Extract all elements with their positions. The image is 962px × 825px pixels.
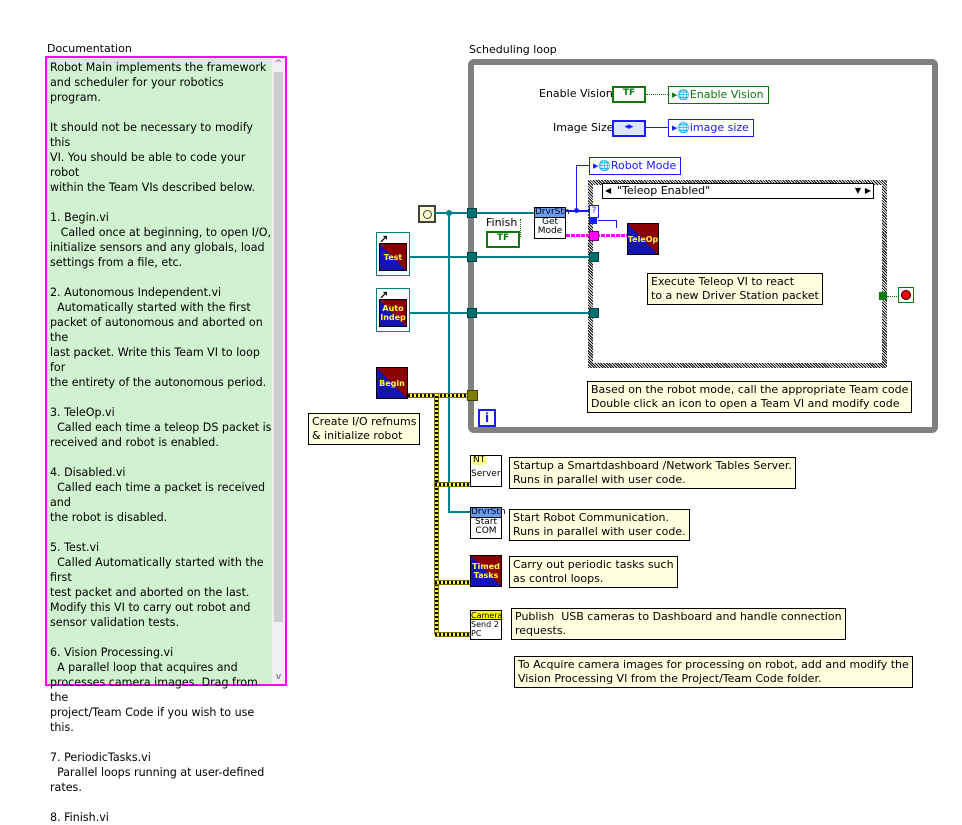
get-mode-line2: Mode [537,226,563,236]
globe-icon: 🌐 [677,123,690,134]
stop-wire [887,296,899,297]
documentation-textbox[interactable]: Robot Main implements the framework and … [45,56,287,824]
stop-icon [901,290,911,300]
image-size-wire [646,127,668,128]
scheduling-while-loop[interactable] [468,59,938,433]
enable-vision-global-text: Enable Vision [689,88,764,101]
case-selected-value: "Teleop Enabled" [617,184,711,197]
robot-mode-global-text: Robot Mode [610,159,677,172]
start-com-vi[interactable]: DrvrStn Start COM [470,507,506,539]
arrow-icon: ↗ [379,233,389,246]
get-mode-line1: Get [541,217,559,227]
iteration-terminal[interactable]: i [478,409,496,427]
refnum-constant[interactable] [418,205,436,223]
case-prev-icon[interactable]: ◀ [605,186,612,195]
globe-icon: 🌐 [677,90,690,101]
get-mode-vi[interactable]: DrvrStn Get Mode [534,207,570,239]
case-next-icon[interactable]: ▶ [864,186,871,195]
enable-vision-control[interactable]: TF [612,86,646,103]
teal-wire-vertical [448,212,450,512]
wire-junction [446,210,452,216]
case-selector-terminal[interactable]: ? [589,205,599,218]
wire-junction [574,208,579,213]
loop-tunnel [467,252,477,262]
triangle-icon: ▶ [593,162,599,170]
triangle-icon: ▶ [672,91,678,99]
teal-wire [410,256,592,258]
camera-comment: Publish USB cameras to Dashboard and han… [511,608,846,640]
stop-tunnel [879,292,887,300]
enable-vision-wire [646,94,668,95]
loop-tunnel [467,208,477,218]
triangle-icon: ▶ [672,124,678,132]
case-selector-tunnel [589,218,597,224]
documentation-label: Documentation [47,42,132,55]
teal-wire [410,312,592,314]
refnum-tunnel [467,390,478,401]
arrow-icon: ↗ [379,289,389,302]
image-size-control[interactable]: ◂▸ [612,120,646,137]
robot-mode-wire [576,165,589,166]
circle-icon [423,210,432,219]
enable-vision-global[interactable]: ▶🌐Enable Vision [668,86,769,104]
camera-line2: PC [471,629,482,638]
begin-vi-icon[interactable]: Begin [376,367,408,399]
finish-wire [520,219,522,237]
test-vi-icon[interactable]: Test [379,243,407,271]
enable-vision-label: Enable Vision [539,87,613,100]
start-com-line1: Start [475,517,497,527]
documentation-scrollbar[interactable]: ^ v [272,58,285,684]
test-vi-reference[interactable]: ↗ Test [376,232,410,276]
documentation-text: Robot Main implements the framework and … [50,61,272,824]
start-com-line2: COM [475,526,497,536]
refnum-wire-vertical [434,394,439,634]
scroll-down-icon[interactable]: v [275,672,282,682]
finish-control[interactable]: TF [486,231,520,248]
image-size-global-text: image size [689,121,749,134]
mode-wire [598,220,616,221]
stop-button[interactable] [898,287,914,303]
camera-send-vi[interactable]: Camera Send 2 PC [470,610,502,640]
teal-wire [448,511,470,513]
scheduling-loop-label: Scheduling loop [469,43,557,56]
teleop-comment: Execute Teleop VI to react to a new Driv… [647,273,823,305]
refnum-wire [435,580,470,585]
pink-tunnel [589,231,599,241]
case-tunnel [589,308,599,318]
scrollbar-thumb[interactable] [274,72,283,622]
nt-header: NT [471,455,488,465]
finish-label: Finish [486,216,518,229]
teleop-vi-icon[interactable]: TeleOp [627,223,659,255]
refnum-wire [435,632,470,637]
case-selector[interactable]: ◀ "Teleop Enabled" ▼ ▶ [602,183,874,199]
robot-mode-wire-v [576,165,577,210]
image-size-label: Image Size [553,121,614,134]
nt-server-vi[interactable]: NT Server [470,455,502,487]
robot-mode-global[interactable]: ▶🌐Robot Mode [589,157,682,175]
com-comment: Start Robot Communication. Runs in paral… [509,509,690,541]
camera-header: Camera [471,611,503,620]
mode-wire [616,220,617,228]
start-com-header: DrvrStn [471,507,506,518]
image-size-global[interactable]: ▶🌐image size [668,119,754,137]
scroll-up-icon[interactable]: ^ [274,59,283,69]
mode-comment: Based on the robot mode, call the approp… [587,381,913,413]
vision-comment: To Acquire camera images for processing … [514,656,913,688]
teal-wire [434,212,534,214]
refnum-wire [435,482,470,487]
periodic-comment: Carry out periodic tasks such as control… [509,556,678,588]
get-mode-header: DrvrStn [535,207,570,218]
globe-icon: 🌐 [598,161,611,172]
nt-comment: Startup a Smartdashboard /Network Tables… [509,457,796,489]
case-dropdown-icon[interactable]: ▼ [854,186,861,195]
nt-server-label: Server [471,469,501,479]
begin-comment: Create I/O refnums & initialize robot [308,413,421,445]
camera-line1: Send 2 [471,620,499,629]
case-tunnel [589,252,599,262]
loop-tunnel [467,308,477,318]
